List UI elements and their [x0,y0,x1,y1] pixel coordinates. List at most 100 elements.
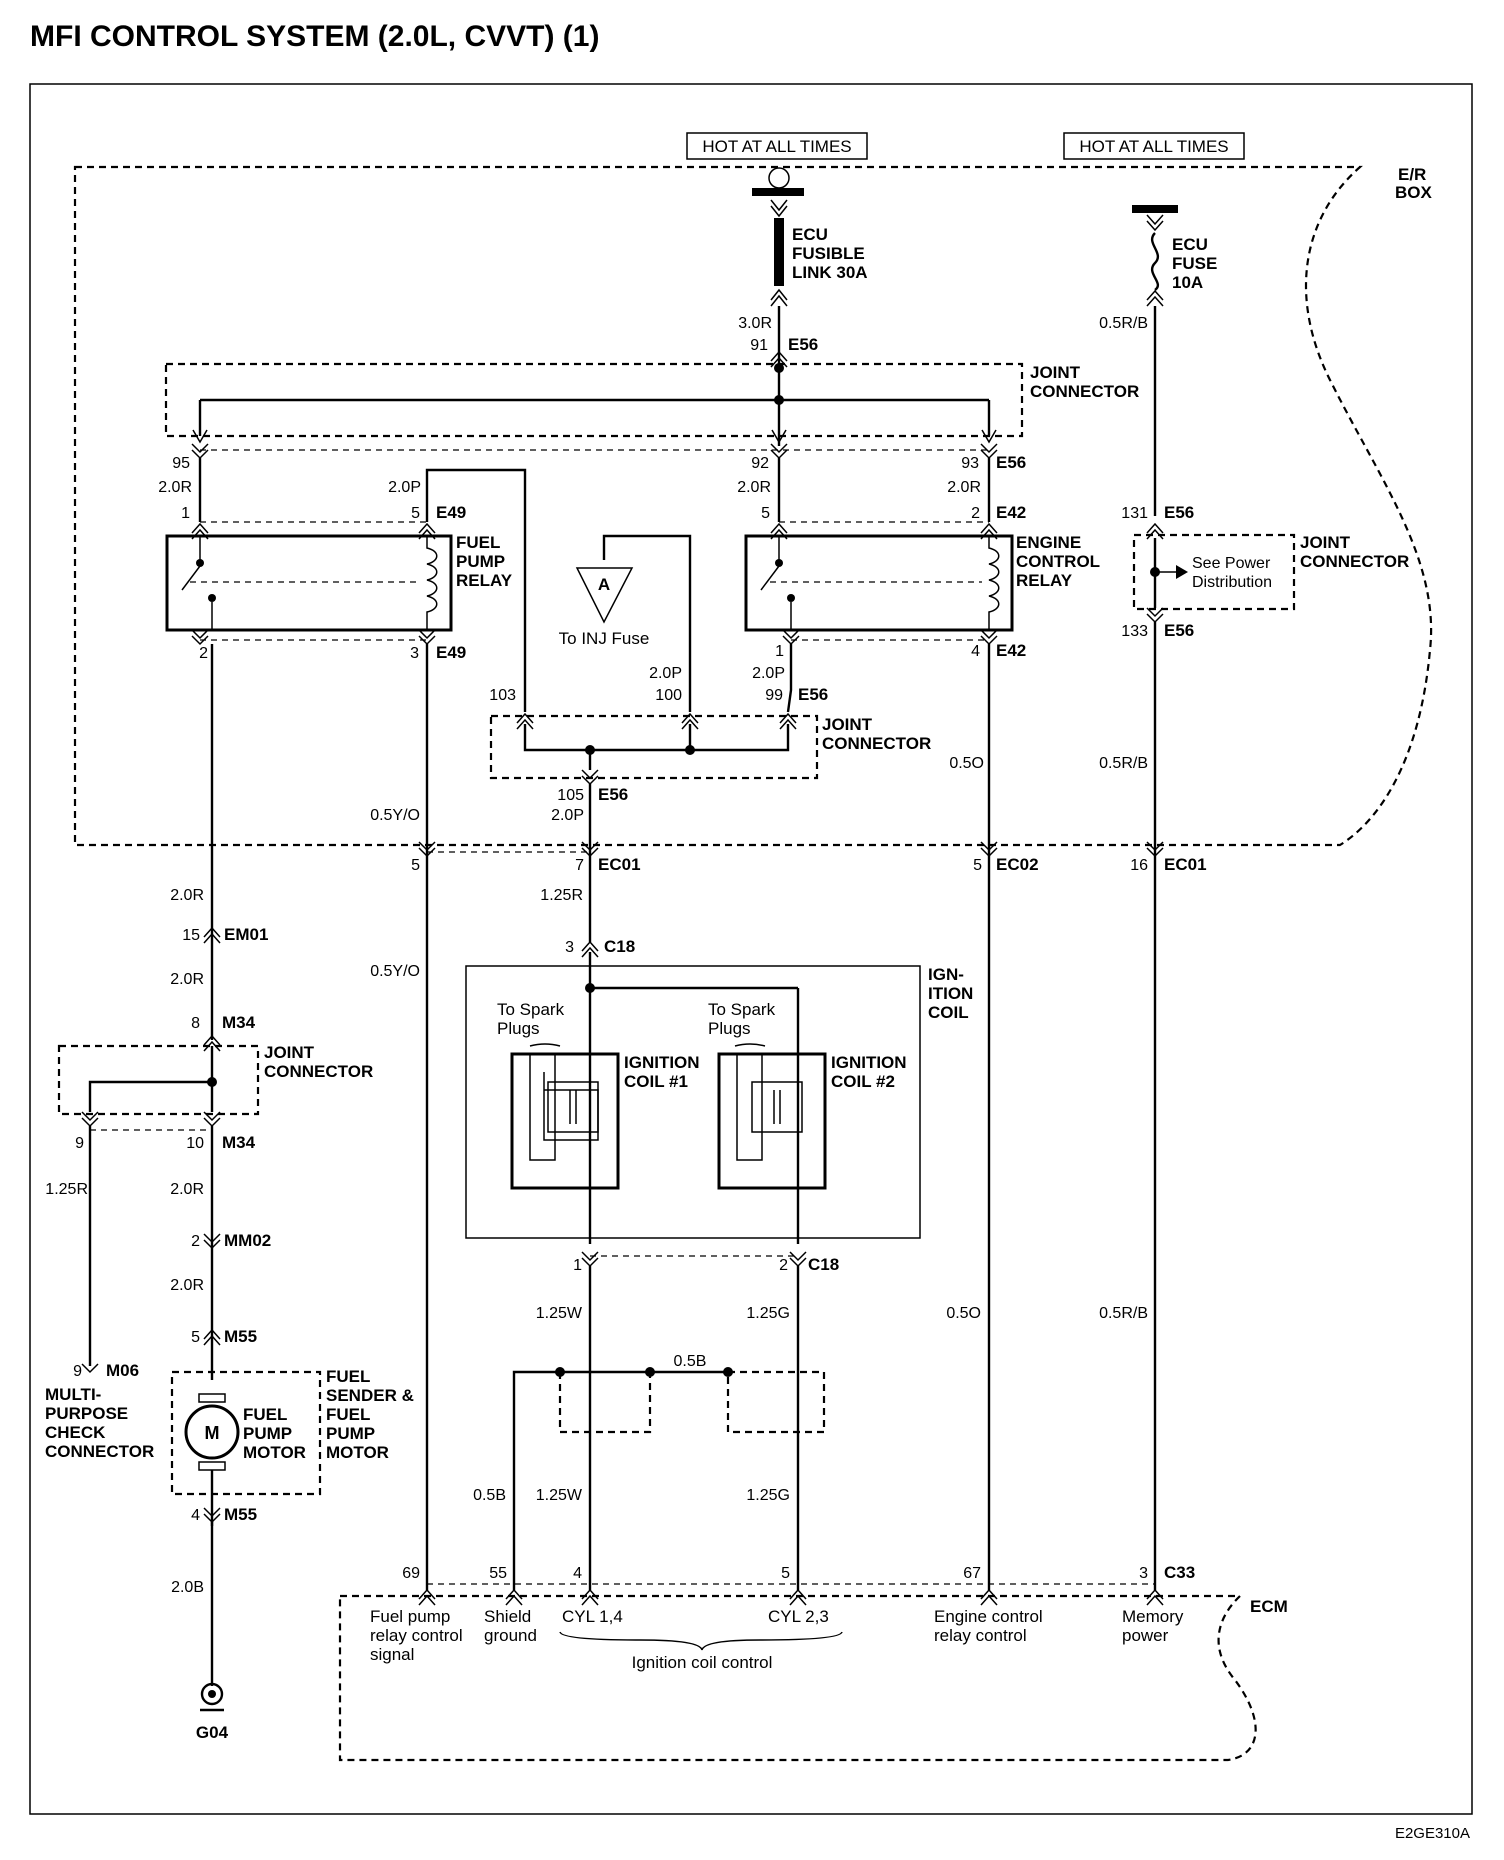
relay-switch-arm [760,565,780,591]
pin-1-e42: 1 [775,643,784,660]
multipurpose-label-4: CONNECTOR [45,1442,154,1461]
er-box-label-2: BOX [1395,183,1433,202]
wire-0.5RB-bottom: 0.5R/B [1099,1305,1148,1322]
ecm-cyl14-label: CYL 1,4 [562,1607,623,1626]
chev-105 [581,769,599,786]
pin-91: 91 [750,337,768,354]
wire-2.0R-92: 2.0R [737,479,771,496]
pin-16-ec01: 16 [1130,857,1148,874]
pin-15: 15 [182,927,200,944]
junction-dot [774,363,784,373]
arrow-left-drop [192,429,208,444]
ecm-fuel-relay-label-3: signal [370,1645,414,1664]
chev-c18-1 [581,1251,599,1268]
ground-label: G04 [196,1723,229,1742]
conn-M06: M06 [106,1361,139,1380]
pin-4-m55: 4 [191,1507,200,1524]
conn-M55-top: M55 [224,1327,257,1346]
coil1-label: IGNITION [624,1053,700,1072]
wire-2.0P-100: 2.0P [649,665,682,682]
ecm-outline [338,1594,1257,1762]
conn-EM01: EM01 [224,925,268,944]
conn-MM02: MM02 [224,1231,271,1250]
ecm-label: ECM [1250,1597,1288,1616]
fusible-link-label: ECU [792,225,828,244]
coil2-winding [736,1054,763,1161]
ecu-fuse-icon [1150,232,1160,291]
joint-connector-power-label: JOINT [1300,533,1351,552]
pin-92: 92 [751,455,769,472]
wire-2.0B: 2.0B [171,1579,204,1596]
junction-dot [585,983,595,993]
pin-5-ec02: 5 [973,857,982,874]
engine-relay-label: ENGINE [1016,533,1081,552]
wire-2.0P-105: 2.0P [551,807,584,824]
wire-2.0R-c: 2.0R [170,1181,204,1198]
inj-fuse-label: To INJ Fuse [559,629,650,648]
hot-label-box-1 [686,132,868,160]
pin-9-m34: 9 [75,1135,84,1152]
pin-3-e49: 3 [410,645,419,662]
chev-e49-2 [191,629,209,646]
busbar-1 [752,188,804,196]
jc-mid-bus [523,724,790,752]
ecu-fuse-label-3: 10A [1172,273,1203,292]
joint-connector-fuel-label: JOINT [264,1043,315,1062]
conn-E49-bottom: E49 [436,643,466,662]
engine-relay-label-3: RELAY [1016,571,1073,590]
fusible-link-terminal [768,167,790,189]
wire-0.5O-mid: 0.5O [946,1305,981,1322]
fuel-sender-label-3: FUEL [326,1405,370,1424]
chev-m06 [81,1363,99,1374]
ignition-coil-2 [717,1052,827,1190]
ecu-fuse-chevron-2 [1146,289,1164,307]
coil2-label-2: COIL #2 [831,1072,895,1091]
pin-131: 131 [1121,505,1148,522]
shield-dashed-2 [726,1370,826,1434]
fuel-pump-relay [165,534,453,632]
ecm-memory-label-2: power [1122,1626,1169,1645]
engine-relay-label-2: CONTROL [1016,552,1100,571]
joint-connector-top-label: JOINT [1030,363,1081,382]
wire-1.25W-b: 1.25W [536,1487,583,1504]
pin-9-m06: 9 [73,1363,82,1380]
pin-2-mm02: 2 [191,1233,200,1250]
pin-2-e42: 2 [971,505,980,522]
junction-dot [774,395,784,405]
shield-wire [512,1370,728,1590]
joint-connector-top [164,362,1024,438]
ecm-fuel-relay-label-2: relay control [370,1626,463,1645]
relay-coil [988,536,1000,630]
arrow-right-drop [981,429,997,444]
wire-2.0R-93: 2.0R [947,479,981,496]
spark-plugs-label-2b: Plugs [708,1019,751,1038]
motor-symbol: M [205,1423,220,1443]
coil2-core [751,1081,803,1133]
pin-1-e49: 1 [181,505,190,522]
pin-95: 95 [172,455,190,472]
pin-69: 69 [402,1565,420,1582]
pin-7-ec01: 7 [575,857,584,874]
fusible-link-label-3: LINK 30A [792,263,868,282]
fuel-pump-relay-label: FUEL [456,533,500,552]
fuel-pump-relay-label-2: PUMP [456,552,505,571]
conn-M34-bottom: M34 [222,1133,256,1152]
busbar-2 [1132,205,1178,213]
ecm-cyl23-label: CYL 2,3 [768,1607,829,1626]
wire-2.0P-99: 2.0P [752,665,785,682]
multipurpose-label-3: CHECK [45,1423,106,1442]
joint-connector-fuel [57,1044,260,1116]
connector-chevron [581,1589,599,1606]
chev-c18-2 [789,1251,807,1268]
ecm-shield-label: Shield [484,1607,531,1626]
coil2-label: IGNITION [831,1053,907,1072]
pin-5-m55: 5 [191,1329,200,1346]
engine-control-relay [744,534,1014,632]
fuel-pump-motor-label: FUEL [243,1405,287,1424]
multipurpose-label: MULTI- [45,1385,101,1404]
er-box-label: E/R [1398,165,1426,184]
pin-2-c18: 2 [779,1257,788,1274]
relay-switch-arm [181,565,201,591]
pin-105: 105 [557,787,584,804]
connector-chevron [789,1589,807,1606]
